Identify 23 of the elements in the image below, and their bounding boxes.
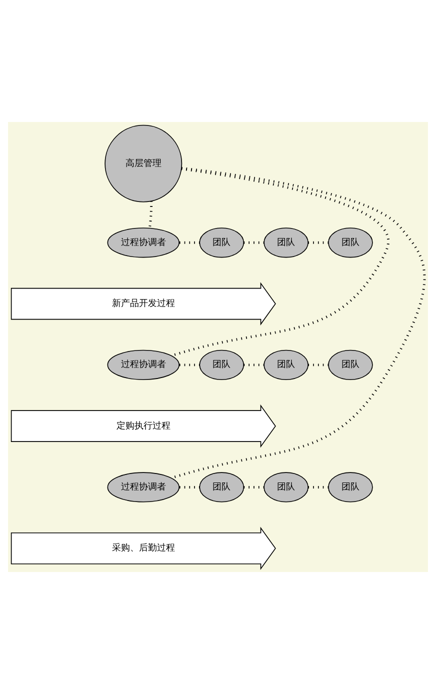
connector	[179, 364, 200, 366]
node-ellipse: 团队	[264, 350, 308, 380]
connector	[308, 241, 328, 244]
node-ellipse: 团队	[199, 472, 244, 502]
node-ellipse: 过程协调者	[107, 350, 180, 380]
connector	[179, 241, 200, 244]
connector	[148, 201, 153, 228]
node-ellipse: 过程协调者	[107, 228, 180, 258]
node-circle: 高层管理	[104, 124, 182, 202]
node-ellipse: 团队	[328, 228, 373, 258]
connector	[179, 486, 200, 488]
connector	[244, 364, 264, 366]
connector	[244, 486, 264, 488]
node-ellipse: 过程协调者	[107, 472, 180, 502]
node-ellipse: 团队	[199, 228, 244, 258]
node-ellipse: 团队	[328, 350, 373, 380]
node-ellipse: 团队	[264, 228, 308, 258]
node-ellipse: 团队	[264, 472, 308, 502]
node-ellipse: 团队	[199, 350, 244, 380]
connector	[308, 364, 328, 366]
connector	[308, 486, 328, 488]
node-ellipse: 团队	[328, 472, 373, 502]
connector	[244, 241, 264, 244]
